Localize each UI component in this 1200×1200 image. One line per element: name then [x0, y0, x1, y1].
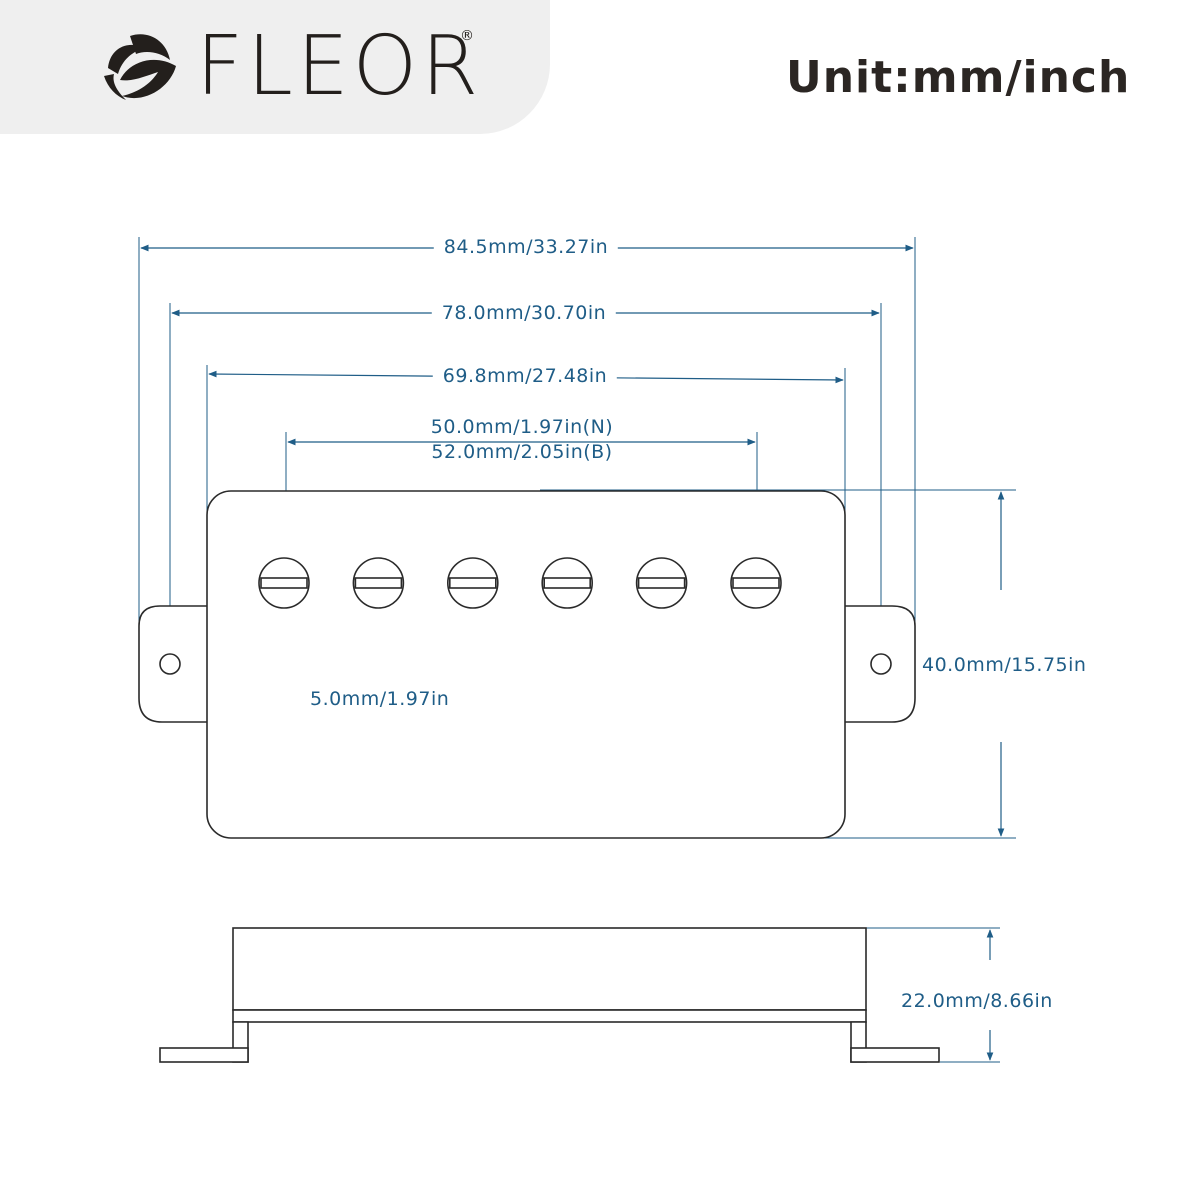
- mount-hole-right: [870, 653, 892, 675]
- dim-pole-spacing-bridge: 52.0mm/2.05in(B): [431, 441, 613, 463]
- pickup-top-view: [138, 490, 916, 839]
- brand-name: FLEOR: [196, 19, 483, 114]
- side-cover: [232, 927, 867, 1011]
- pole-piece: [541, 557, 594, 609]
- dim-cover-height: 40.0mm/15.75in: [922, 654, 1087, 676]
- pickup-cover: [206, 490, 846, 839]
- registered-mark: ®: [460, 28, 474, 44]
- side-baseplate: [232, 1009, 867, 1023]
- pole-piece-slot: [732, 577, 780, 589]
- pole-piece-slot: [448, 577, 497, 589]
- pole-piece-slot: [543, 577, 592, 589]
- pole-piece: [352, 557, 405, 609]
- pole-piece: [730, 557, 782, 609]
- logo-panel: FLEOR ®: [0, 0, 550, 134]
- dim-total-width: 84.5mm/33.27in: [433, 236, 619, 258]
- side-tab-left: [159, 1047, 249, 1063]
- pole-piece-slot: [637, 577, 686, 589]
- unit-label: Unit:mm/inch: [786, 52, 1131, 103]
- pickup-side-view: [159, 927, 940, 1063]
- pole-piece: [635, 557, 688, 609]
- dim-pickup-depth: 22.0mm/8.66in: [901, 990, 1053, 1012]
- pole-piece: [446, 557, 499, 609]
- leaf-logo-icon: [104, 34, 176, 100]
- side-tab-right: [850, 1047, 940, 1063]
- pole-pieces: [258, 557, 782, 609]
- pole-piece: [258, 557, 310, 609]
- dim-pole-spacing-neck: 50.0mm/1.97in(N): [430, 416, 614, 438]
- dim-cover-width: 69.8mm/27.48in: [432, 365, 618, 387]
- pole-piece-slot: [260, 577, 308, 589]
- dim-pole-diameter: 5.0mm/1.97in: [310, 688, 450, 710]
- pole-piece-slot: [354, 577, 403, 589]
- mount-hole-left: [159, 653, 181, 675]
- dim-mount-hole-spacing: 78.0mm/30.70in: [431, 302, 617, 324]
